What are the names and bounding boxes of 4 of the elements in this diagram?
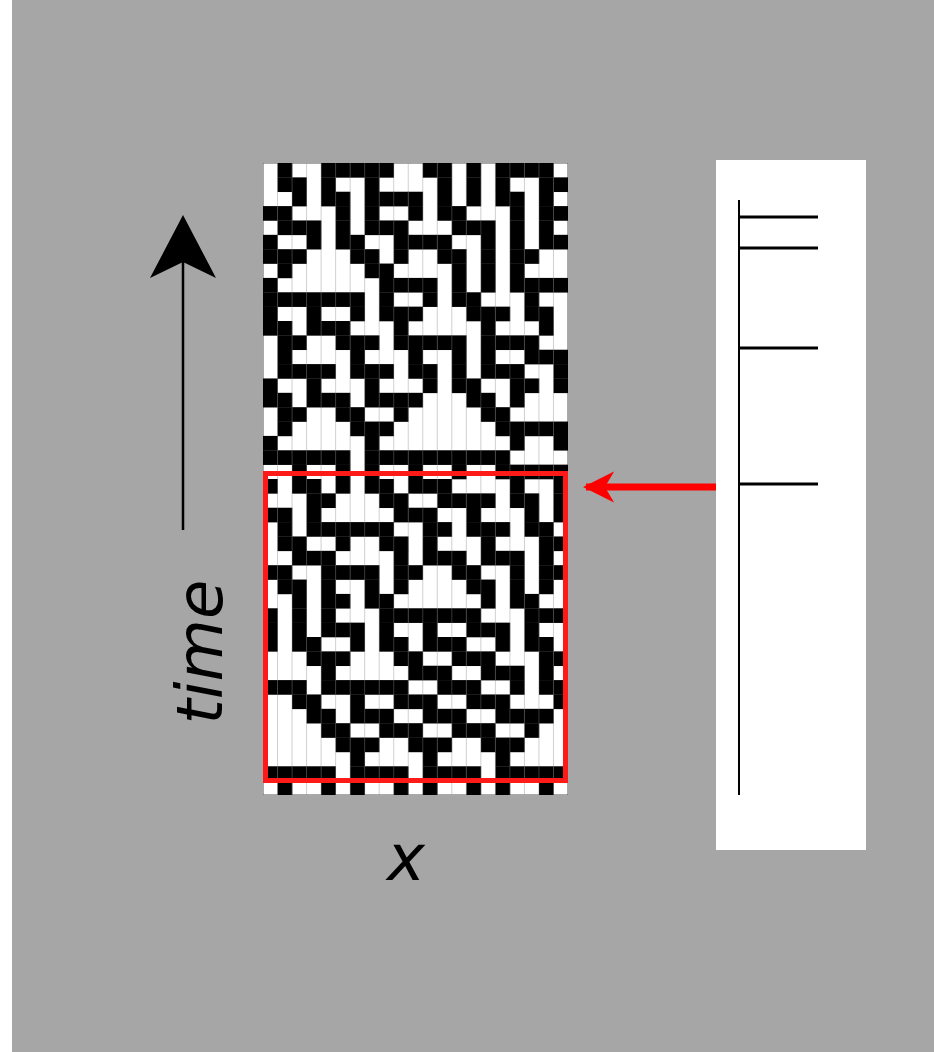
arrow — [582, 471, 716, 503]
axis-label: time — [168, 579, 233, 725]
highlight-frame — [263, 471, 568, 783]
axis-label: x — [387, 826, 425, 890]
